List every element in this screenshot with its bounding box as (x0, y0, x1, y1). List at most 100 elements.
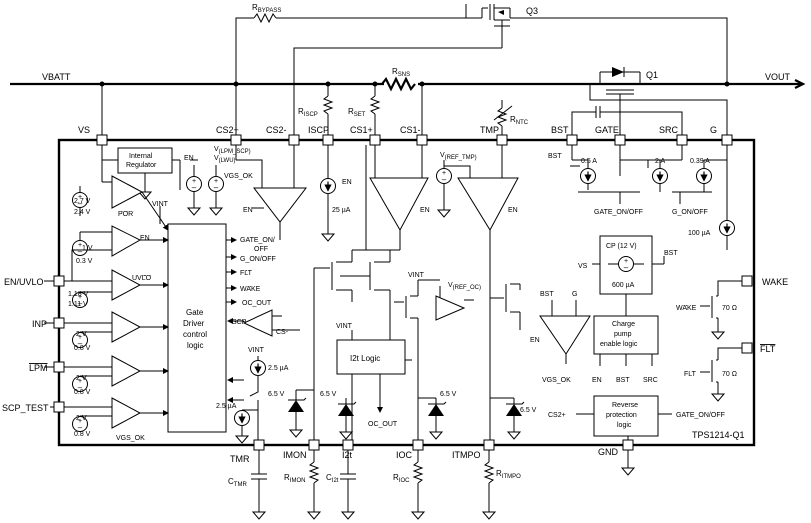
i-tmr1: 2.5 µA (268, 365, 289, 372)
component-labels: RBYPASS Q3 Q1 RSNS RISCP RSET RNTC CTMR … (228, 3, 658, 488)
pin-src: SRC (659, 125, 679, 135)
isrc-039: 0.39 A (690, 158, 710, 165)
vint-i2t: VINT (336, 323, 353, 330)
sense-traces (101, 84, 423, 140)
pin-cs2p: CS2+ (216, 125, 239, 135)
iscp-source (321, 145, 336, 242)
pin-cs2m: CS2- (266, 125, 287, 135)
pin-bst: BST (551, 125, 569, 135)
en-reg: EN (184, 155, 194, 162)
label-ci2t: CI2t (326, 473, 339, 484)
pin-gate: GATE (595, 125, 619, 135)
pin-wake: WAKE (762, 277, 788, 287)
pin-lpm: LPM (29, 363, 48, 373)
vref-tmp: V(REF_TMP) (440, 152, 477, 161)
gate-driver-line4: logic (187, 341, 203, 350)
reverse-protection-line2: protection (606, 412, 637, 419)
out-off: OFF (254, 246, 268, 253)
gate-drive-switches (570, 145, 735, 250)
cp-bst: BST (616, 377, 630, 384)
open-drains (700, 280, 742, 402)
z2: 6.5 V (320, 391, 337, 398)
scp-amplifier (235, 145, 308, 240)
scp-comparator (242, 309, 300, 337)
uvlo-lo: 1.11 V (68, 301, 88, 308)
tmp-amplifier (457, 145, 519, 290)
bst-cp: BST (664, 250, 678, 257)
i100: 100 µA (688, 230, 711, 237)
i2t-logic (336, 330, 412, 440)
pin-labels: VS CS2+ CS2- ISCP CS1+ CS1- TMP BST GATE… (2, 125, 788, 464)
lpm-hi: 2 V (76, 375, 87, 382)
label-rbypass: RBYPASS (252, 3, 281, 14)
por-hi: 2.7 V (74, 198, 91, 205)
scp-lo: 0.8 V (74, 431, 91, 438)
vs-cp: VS (578, 263, 588, 270)
rev-out: GATE_ON/OFF (676, 412, 725, 419)
wake-bar: WAKE (676, 305, 697, 312)
inp-lo: 0.8 V (74, 345, 91, 352)
top-pins (96, 134, 733, 146)
en-out: EN (140, 235, 150, 242)
pin-flt: FLT (760, 344, 776, 354)
gate-driver-line1: Gate (186, 308, 204, 317)
charge-pump (592, 235, 665, 366)
pin-tmp: TMP (480, 125, 499, 135)
cp-line1: CP (12 V) (606, 243, 637, 250)
cs1-amplifier (369, 145, 429, 250)
mirrors (313, 145, 521, 440)
oc-out-i2t: OC_OUT (368, 421, 398, 428)
bst-small: BST (548, 153, 562, 160)
label-q3: Q3 (526, 6, 538, 16)
bottom-pins (253, 439, 634, 451)
block-labels: Internal Regulator Gate Driver control l… (126, 153, 638, 429)
en-scp-amp: EN (243, 207, 253, 214)
scp-in: SCP (232, 319, 247, 326)
z4: 6.5 V (520, 407, 537, 414)
out-oc: OC_OUT (242, 300, 272, 307)
gate-driver-line3: control (183, 330, 207, 339)
pin-tmr: TMR (230, 454, 250, 464)
r70b: 70 Ω (722, 371, 737, 378)
pin-cs1m: CS1- (400, 125, 421, 135)
pin-inp: INP (32, 319, 47, 329)
pin-cs1p: CS1+ (350, 125, 373, 135)
por-lo: 2.4 V (74, 209, 91, 216)
tmr-sources (235, 356, 266, 444)
pin-g: G (710, 125, 717, 135)
reverse-protection-line3: logic (617, 422, 632, 429)
net-vout: VOUT (765, 72, 791, 82)
cp-line2: 600 µA (612, 282, 635, 289)
q1-group (493, 67, 728, 140)
reverse-protection (576, 395, 672, 440)
left-pins (44, 275, 65, 413)
en-lo: 0.3 V (76, 258, 93, 265)
bst-g-bst: BST (540, 291, 554, 298)
net-vbatt: VBATT (42, 72, 71, 82)
charge-pump-line3: enable logic (600, 341, 638, 348)
i2t-logic-label: I2t Logic (350, 354, 380, 363)
vlwu: V(LWU) (214, 155, 236, 164)
label-ctmr: CTMR (228, 477, 247, 488)
z1: 6.5 V (268, 391, 285, 398)
lpm-lo: 0.8 V (74, 389, 91, 396)
cp-en: EN (592, 377, 602, 384)
charge-pump-line1: Charge (612, 321, 635, 328)
flt-small: FLT (684, 371, 697, 378)
uvlo-hi: 1.18 V (68, 291, 89, 298)
vref-oc: V(REF_OC) (448, 282, 481, 291)
pin-gnd: GND (598, 447, 619, 457)
internal-regulator-line2: Regulator (126, 162, 157, 169)
pin-vs: VS (78, 125, 90, 135)
misc-labels: VINT EN V(LPM_SCP) V(LWU) VGS_OK EN EN 2… (152, 146, 737, 428)
i-tmr2: 2.5 µA (216, 403, 237, 410)
vgs-ok-comparator (539, 300, 591, 364)
pin-iscp: ISCP (308, 125, 329, 135)
cs-minus: CS- (276, 329, 289, 336)
pin-scp-test: SCP_TEST (2, 403, 49, 413)
internal-regulator-line1: Internal (129, 153, 153, 160)
cp-src: SRC (643, 377, 658, 384)
cs2-plus: CS2+ (548, 412, 566, 419)
label-rioc: RIOC (393, 473, 410, 484)
inp-hi: 2 V (76, 331, 87, 338)
